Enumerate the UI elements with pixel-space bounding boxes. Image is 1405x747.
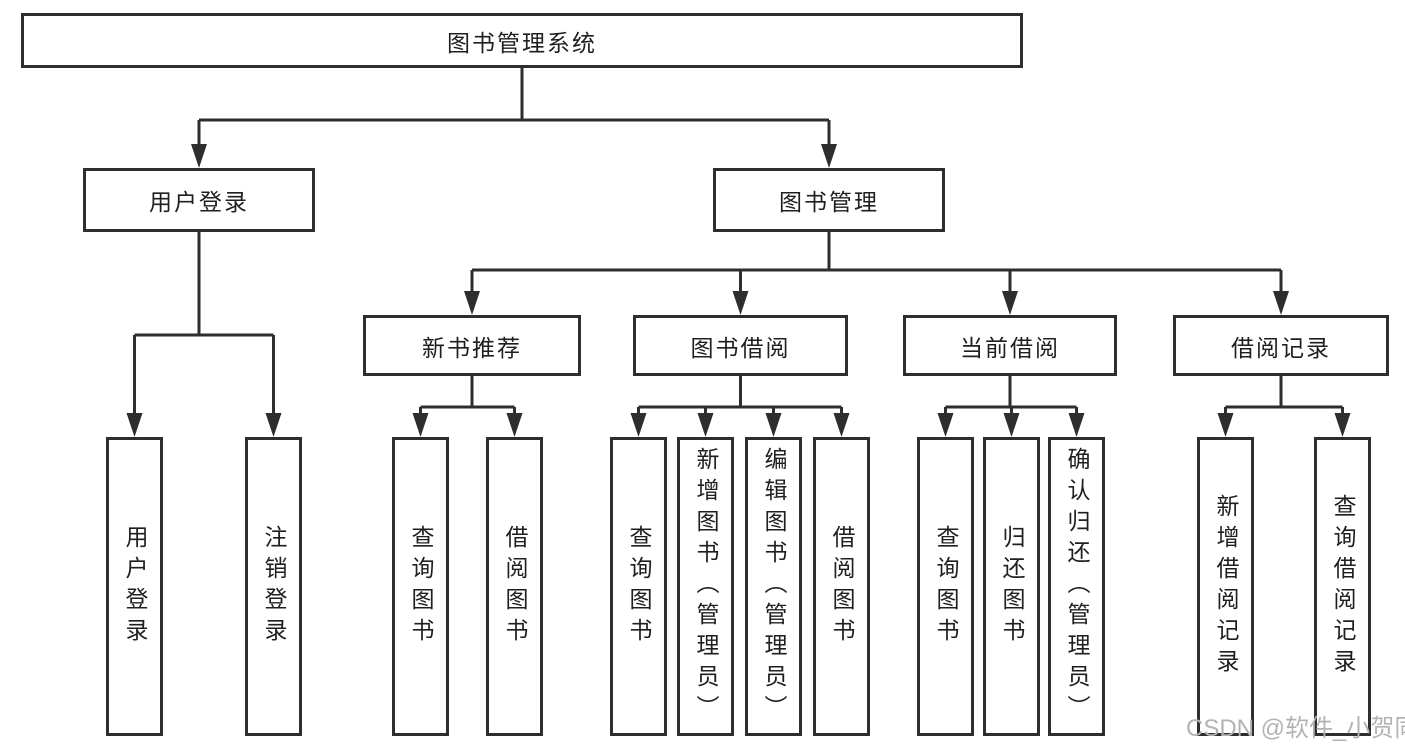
leaf-add-books-admin-label: 新增图书（管理员）	[693, 447, 719, 726]
node-book-management-label: 图书管理	[779, 189, 879, 215]
leaf-edit-books-admin: 编辑图书（管理员）	[745, 437, 802, 736]
leaf-confirm-return-admin-label: 确认归还（管理员）	[1064, 447, 1090, 726]
node-current-borrow-label: 当前借阅	[960, 334, 1060, 361]
leaf-confirm-return-admin: 确认归还（管理员）	[1048, 437, 1105, 736]
leaf-query-books-borrow-label: 查询图书	[626, 524, 652, 649]
leaf-query-borrow-record-label: 查询借阅记录	[1330, 493, 1356, 680]
leaf-query-books-borrow: 查询图书	[610, 437, 667, 736]
leaf-add-books-admin: 新增图书（管理员）	[677, 437, 734, 736]
leaf-logout-label: 注销登录	[261, 524, 287, 649]
node-book-borrow: 图书借阅	[633, 315, 848, 376]
leaf-add-borrow-record-label: 新增借阅记录	[1213, 493, 1239, 680]
leaf-edit-books-admin-label: 编辑图书（管理员）	[761, 447, 787, 726]
node-book-borrow-label: 图书借阅	[690, 334, 791, 361]
leaf-user-login: 用户登录	[106, 437, 163, 736]
leaf-borrow-books-borrow: 借阅图书	[813, 437, 870, 736]
node-new-book-recommend: 新书推荐	[363, 315, 581, 376]
root-node-label: 图书管理系统	[447, 29, 597, 56]
node-new-book-recommend-label: 新书推荐	[422, 334, 522, 361]
leaf-query-books-current: 查询图书	[917, 437, 974, 736]
leaf-borrow-books-newbook-label: 借阅图书	[502, 524, 528, 649]
leaf-return-books-label: 归还图书	[999, 524, 1025, 649]
csdn-watermark: CSDN @软件_小贺同学	[1186, 715, 1405, 742]
node-borrow-records: 借阅记录	[1173, 315, 1389, 376]
node-current-borrow: 当前借阅	[903, 315, 1117, 376]
node-user-login: 用户登录	[83, 168, 315, 232]
leaf-borrow-books-borrow-label: 借阅图书	[829, 524, 855, 649]
leaf-query-books-current-label: 查询图书	[933, 524, 959, 649]
leaf-query-books-newbook: 查询图书	[392, 437, 449, 736]
leaf-user-login-label: 用户登录	[122, 524, 148, 649]
leaf-add-borrow-record: 新增借阅记录	[1197, 437, 1254, 736]
leaf-borrow-books-newbook: 借阅图书	[486, 437, 543, 736]
leaf-logout: 注销登录	[245, 437, 302, 736]
node-book-management: 图书管理	[713, 168, 945, 232]
node-borrow-records-label: 借阅记录	[1231, 334, 1331, 361]
root-node-library-system: 图书管理系统	[21, 13, 1023, 68]
arrowhead-icons	[126, 144, 1351, 437]
leaf-query-books-newbook-label: 查询图书	[408, 524, 434, 649]
leaf-return-books: 归还图书	[983, 437, 1040, 736]
leaf-query-borrow-record: 查询借阅记录	[1314, 437, 1371, 736]
node-user-login-label: 用户登录	[149, 189, 249, 215]
